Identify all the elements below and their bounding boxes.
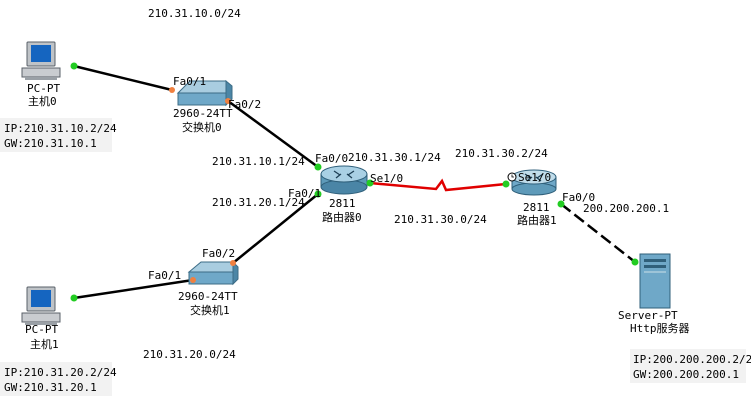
port-dot <box>366 179 374 187</box>
pc1-ip: IP:210.31.20.2/24 <box>4 366 117 379</box>
server-ip: IP:200.200.200.2/24 <box>633 353 751 366</box>
link-switch1-router0[interactable] <box>232 193 319 264</box>
router1-name: 路由器1 <box>517 213 557 227</box>
pc0-model: PC-PT <box>27 82 60 95</box>
port-dot <box>190 277 196 283</box>
port-dot <box>70 62 78 70</box>
subnet-label-serial: 210.31.30.0/24 <box>394 213 487 226</box>
port-dot <box>70 294 78 302</box>
links <box>73 64 636 300</box>
pc1-gw: GW:210.31.20.1 <box>4 381 97 394</box>
switch0-name: 交换机0 <box>182 120 222 134</box>
port-label-r0-fa00: Fa0/0 <box>315 152 348 165</box>
pc1-info-background <box>0 362 112 396</box>
port-label-sw1-fa02: Fa0/2 <box>202 247 235 260</box>
router1-fa00-address: 200.200.200.1 <box>583 202 669 215</box>
server-gw: GW:200.200.200.1 <box>633 368 739 381</box>
server-name: Http服务器 <box>630 322 690 335</box>
server[interactable] <box>639 253 671 309</box>
port-label-r1-fa00: Fa0/0 <box>562 191 595 204</box>
port-dot <box>502 180 510 188</box>
pc0-gw: GW:210.31.10.1 <box>4 137 97 150</box>
link-switch0-router0[interactable] <box>227 99 319 169</box>
port-dot <box>169 87 175 93</box>
port-dot <box>230 260 236 266</box>
port-dot <box>314 163 322 171</box>
pc0-name: 主机0 <box>28 94 57 108</box>
port-dot <box>225 98 231 104</box>
link-pc0-switch0[interactable] <box>73 64 173 92</box>
switch1-name: 交换机1 <box>190 303 230 317</box>
router1-se10-address: 210.31.30.2/24 <box>455 147 548 160</box>
pc0-ip: IP:210.31.10.2/24 <box>4 122 117 135</box>
router0-name: 路由器0 <box>322 210 362 224</box>
pc0[interactable] <box>21 41 61 80</box>
router0[interactable] <box>320 165 368 195</box>
port-label-r1-se10: Se1/0 <box>518 171 551 184</box>
port-label-sw0-fa01: Fa0/1 <box>173 75 206 88</box>
subnet-label-top: 210.31.10.0/24 <box>148 7 241 20</box>
port-label-r0-se10: Se1/0 <box>370 172 403 185</box>
router0-fa00-address: 210.31.10.1/24 <box>212 155 305 168</box>
port-indicators <box>70 62 639 302</box>
pc1-name: 主机1 <box>30 337 59 351</box>
router0-fa01-address: 210.31.20.1/24 <box>212 196 305 209</box>
link-pc1-switch1[interactable] <box>73 278 194 300</box>
pc1-model: PC-PT <box>25 323 58 336</box>
subnet-label-bottom: 210.31.20.0/24 <box>143 348 236 361</box>
pc0-info-background <box>0 118 112 152</box>
serial-link-router0-router1[interactable] <box>369 178 507 192</box>
router0-model: 2811 <box>329 197 356 210</box>
switch0[interactable] <box>176 79 233 107</box>
switch0-model: 2960-24TT <box>173 107 233 120</box>
port-dot <box>314 190 322 198</box>
link-router1-server[interactable] <box>560 203 636 263</box>
server-info-background <box>630 349 746 383</box>
port-label-r0-fa01: Fa0/1 <box>288 187 321 200</box>
router1-model: 2811 <box>523 201 550 214</box>
port-label-sw0-fa02: Fa0/2 <box>228 98 261 111</box>
router1[interactable] <box>507 169 557 196</box>
switch1-model: 2960-24TT <box>178 290 238 303</box>
pc1[interactable] <box>21 286 61 325</box>
router0-se10-address: 210.31.30.1/24 <box>348 151 441 164</box>
port-dot <box>631 258 639 266</box>
port-label-sw1-fa01: Fa0/1 <box>148 269 181 282</box>
port-dot <box>557 200 565 208</box>
server-model: Server-PT <box>618 309 678 322</box>
switch1[interactable] <box>187 260 239 286</box>
